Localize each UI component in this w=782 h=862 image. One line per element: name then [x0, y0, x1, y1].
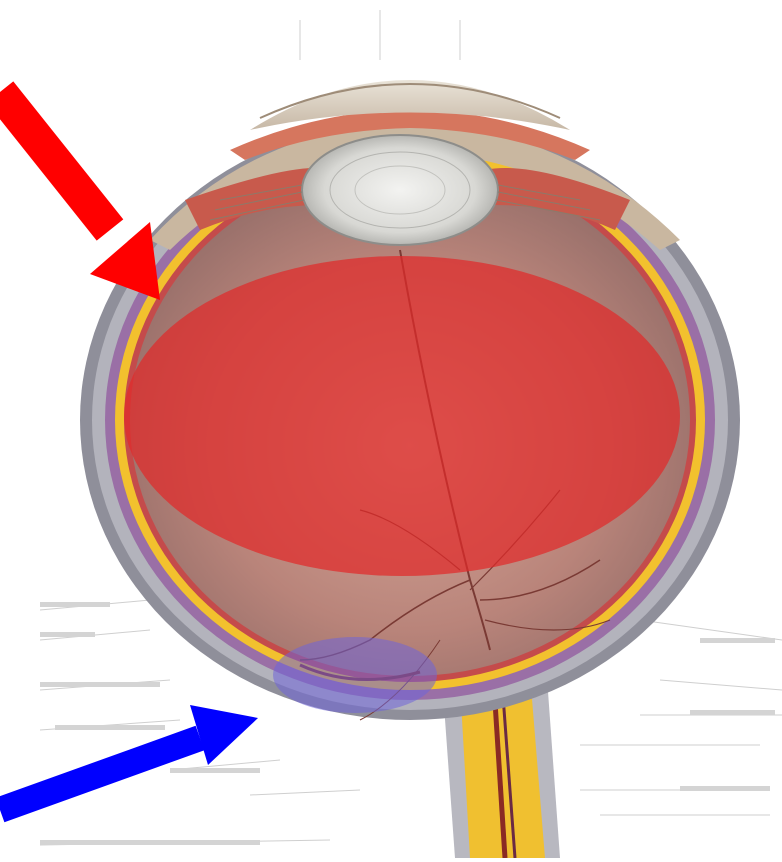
- red-ellipse-highlight: [124, 256, 680, 576]
- blue-arrow: [0, 705, 258, 810]
- red-arrow: [0, 92, 160, 300]
- blue-ellipse-highlight: [273, 637, 437, 713]
